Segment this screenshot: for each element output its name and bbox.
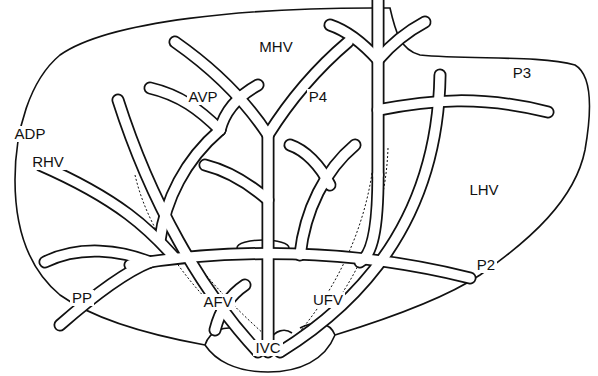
vessel-wall: [290, 145, 330, 185]
vessel-lumen: [378, 22, 425, 60]
vessel-lumen: [268, 42, 348, 135]
vessel-lumen: [280, 75, 440, 352]
vessel-wall: [280, 75, 440, 352]
vessel-lumen: [290, 145, 330, 185]
vessel-wall: [268, 42, 348, 135]
vessel-outline: [40, 0, 548, 352]
vessel-wall: [360, 175, 378, 262]
vessel-label: MHV: [257, 39, 294, 55]
vessel-lumen: [330, 25, 378, 60]
vessel-lumen: [378, 101, 548, 112]
vessel-lumen: [263, 135, 273, 352]
vessel-label: ADP: [13, 126, 48, 142]
vessel-label: P2: [475, 257, 497, 273]
vessel-wall: [60, 262, 150, 325]
vessel-wall: [205, 165, 268, 200]
vessels: [40, 0, 548, 352]
vessel-wall: [262, 135, 275, 352]
vessel-lumen: [45, 251, 150, 262]
vessel-lumen: [118, 100, 258, 352]
vessel-label: AVP: [187, 89, 220, 105]
vessel-label: P4: [307, 89, 329, 105]
vessel-lumen: [360, 175, 378, 262]
vessel-lumen: [175, 42, 268, 135]
vessel-core: [40, 0, 548, 352]
vessel-label: IVC: [253, 340, 282, 356]
vessel-wall: [150, 88, 220, 130]
vessel-wall: [45, 251, 150, 262]
vessel-lumen: [373, 0, 383, 175]
vessel-label: PP: [70, 290, 94, 306]
vessel-label: UFV: [311, 292, 345, 308]
vessel-lumen: [150, 88, 220, 130]
vessel-label: AFV: [201, 294, 234, 310]
vessel-label: RHV: [30, 154, 66, 170]
vessel-wall: [372, 0, 385, 175]
vessel-wall: [378, 101, 548, 112]
vessel-wall: [175, 42, 268, 135]
vessel-lumen: [60, 262, 150, 325]
vessel-label: LHV: [467, 182, 500, 198]
vessel-lumen: [40, 165, 175, 258]
vessel-wall: [378, 22, 425, 60]
liver-outline: [15, 8, 589, 372]
vessel-lumen: [205, 165, 268, 200]
vessel-label: P3: [511, 65, 533, 81]
